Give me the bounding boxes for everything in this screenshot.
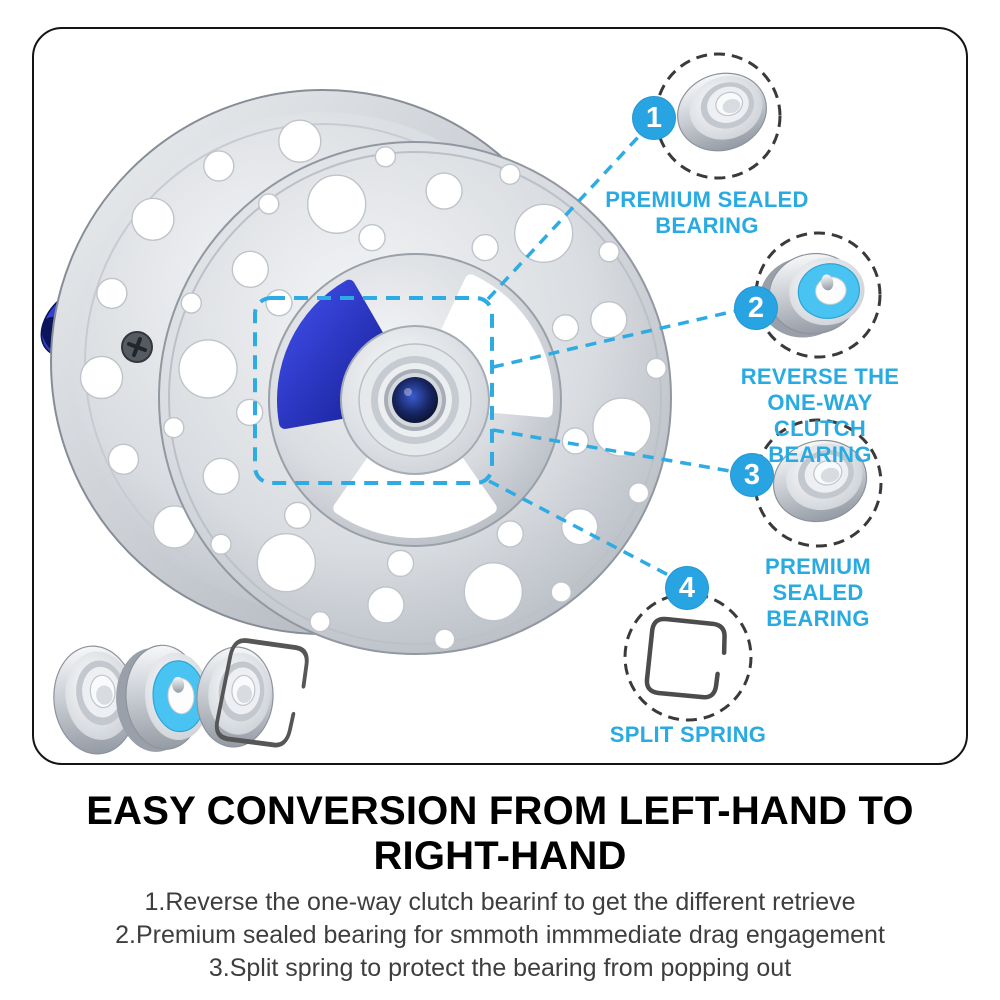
note-line: 1.Reverse the one-way clutch bearinf to … (144, 888, 856, 916)
note-line: 3.Split spring to protect the bearing fr… (208, 954, 792, 982)
callout-4-label: SPLIT SPRING (609, 722, 767, 747)
callout-2-label: REVERSE THE ONE-WAY CLUTCH BEARING (740, 364, 900, 467)
reel-spool-photo (40, 89, 672, 655)
callout-circles (623, 52, 883, 722)
callout-3-label: PREMIUM SEALED BEARING (765, 554, 871, 631)
screw (121, 331, 153, 363)
leader-line-3 (492, 428, 731, 473)
callout-2-badge: 2 (734, 286, 778, 330)
one-way-clutch-bearing-icon (759, 252, 865, 338)
spindle-hub (268, 253, 562, 547)
sealed-bearing-icon (772, 439, 868, 523)
callout-3-badge: 3 (730, 453, 774, 497)
note-line: 2.Premium sealed bearing for smmoth immm… (115, 921, 885, 949)
leader-line-2 (492, 309, 736, 369)
leader-line-4 (488, 479, 675, 580)
callout-4-badge: 4 (665, 566, 709, 610)
annotation-lines (253, 132, 736, 580)
split-spring-icon (644, 616, 727, 700)
headline: EASY CONVERSION FROM LEFT-HAND TO RIGHT-… (86, 789, 914, 878)
callout-1-label: PREMIUM SEALED BEARING (605, 187, 809, 238)
focus-rect (253, 296, 494, 485)
sealed-bearing-icon (677, 72, 767, 152)
callout-1-badge: 1 (632, 96, 676, 140)
exploded-bearings-photo (53, 638, 309, 755)
feature-notes: 1.Reverse the one-way clutch bearinf to … (0, 886, 1000, 985)
